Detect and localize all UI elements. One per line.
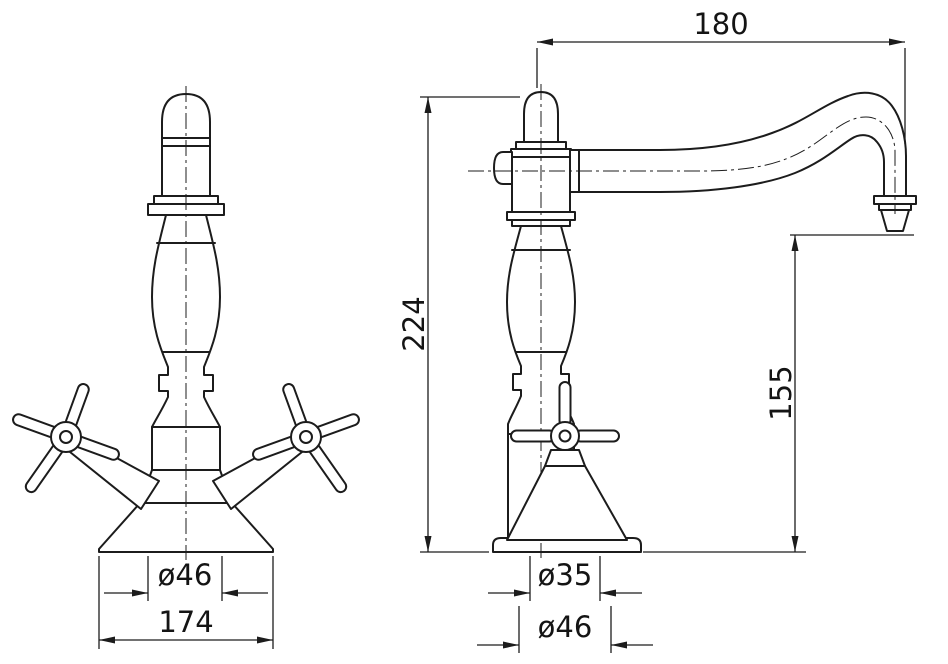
dim-front-base-diameter: ø46 (104, 556, 268, 601)
side-joint-knob (493, 151, 513, 185)
dim-front-overall-width: 174 (98, 556, 274, 649)
dim-text-front-overall-width: 174 (158, 605, 213, 639)
side-base-flange (492, 537, 642, 553)
dim-text-shank-diameter: ø35 (538, 558, 593, 592)
dim-shank-diameter: ø35 (488, 556, 642, 601)
side-view: 180 224 155 ø35 ø4 (397, 7, 917, 653)
dim-overall-height: 224 (397, 96, 520, 553)
spout-nozzle-tip (880, 209, 910, 232)
front-right-handle (212, 383, 360, 510)
dim-text-spout-outlet-height: 155 (764, 365, 798, 420)
front-view: ø46 174 (12, 86, 360, 649)
dim-text-overall-height: 224 (397, 296, 431, 351)
spout-centerline (468, 116, 896, 214)
side-handle-cone (506, 465, 628, 541)
dim-text-spout-reach: 180 (693, 7, 748, 41)
dim-text-side-base-diameter: ø46 (538, 610, 593, 644)
side-handle (506, 381, 628, 541)
dim-text-front-base-diameter: ø46 (158, 558, 213, 592)
front-left-handle (12, 383, 160, 510)
dim-spout-outlet-height: 155 (643, 234, 914, 553)
spout (569, 91, 907, 197)
dim-spout-reach: 180 (536, 7, 906, 144)
dim-side-base-diameter: ø46 (477, 606, 653, 653)
